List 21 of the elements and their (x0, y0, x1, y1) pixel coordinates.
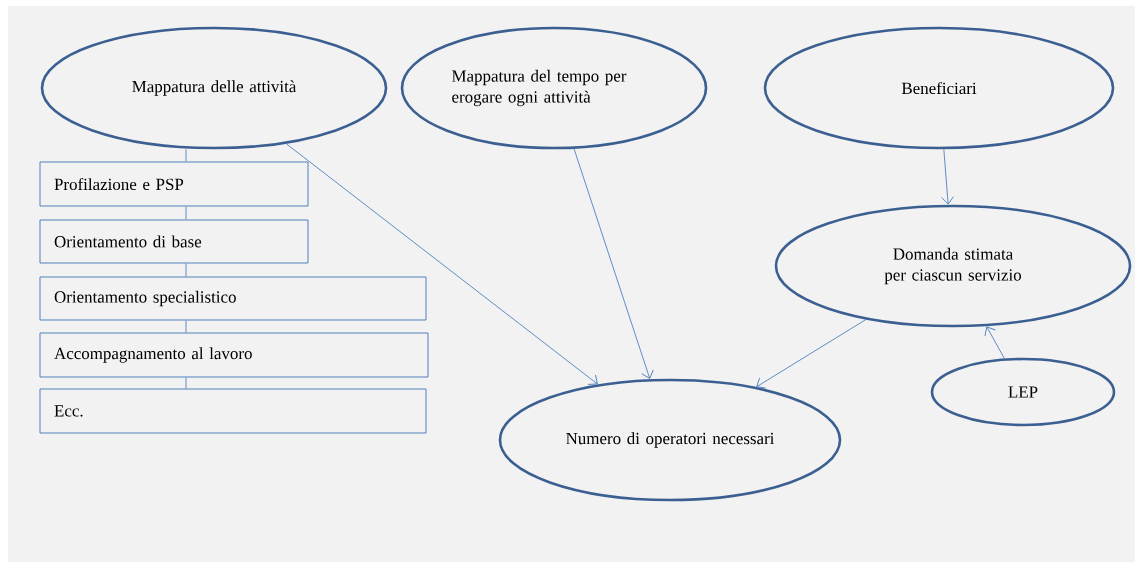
arrow (941, 148, 954, 205)
connector-line (185, 263, 187, 277)
connector-line (185, 206, 187, 220)
activity-box: Accompagnamento al lavoro (39, 332, 429, 378)
arrow (756, 319, 867, 389)
arrow (984, 326, 1005, 359)
ellipse-node: LEP (930, 357, 1116, 427)
activity-box: Orientamento di base (39, 219, 309, 264)
arrow (285, 143, 598, 385)
activity-box: Profilazione e PSP (39, 161, 309, 207)
ellipse-node: Domanda stimata per ciascun servizio (774, 204, 1132, 328)
activity-box: Orientamento specialistico (39, 276, 427, 321)
arrow (573, 148, 654, 379)
ellipse-node: Beneficiari (763, 26, 1115, 150)
activity-box: Ecc. (39, 388, 427, 434)
ellipse-node: Numero di operatori necessari (498, 378, 842, 502)
connector-line (185, 148, 187, 162)
connector-line (185, 377, 187, 389)
ellipse-node: Mappatura delle attività (40, 26, 388, 150)
connector-line (185, 320, 187, 333)
ellipse-node: Mappatura del tempo per erogare ogni attività (400, 26, 708, 150)
